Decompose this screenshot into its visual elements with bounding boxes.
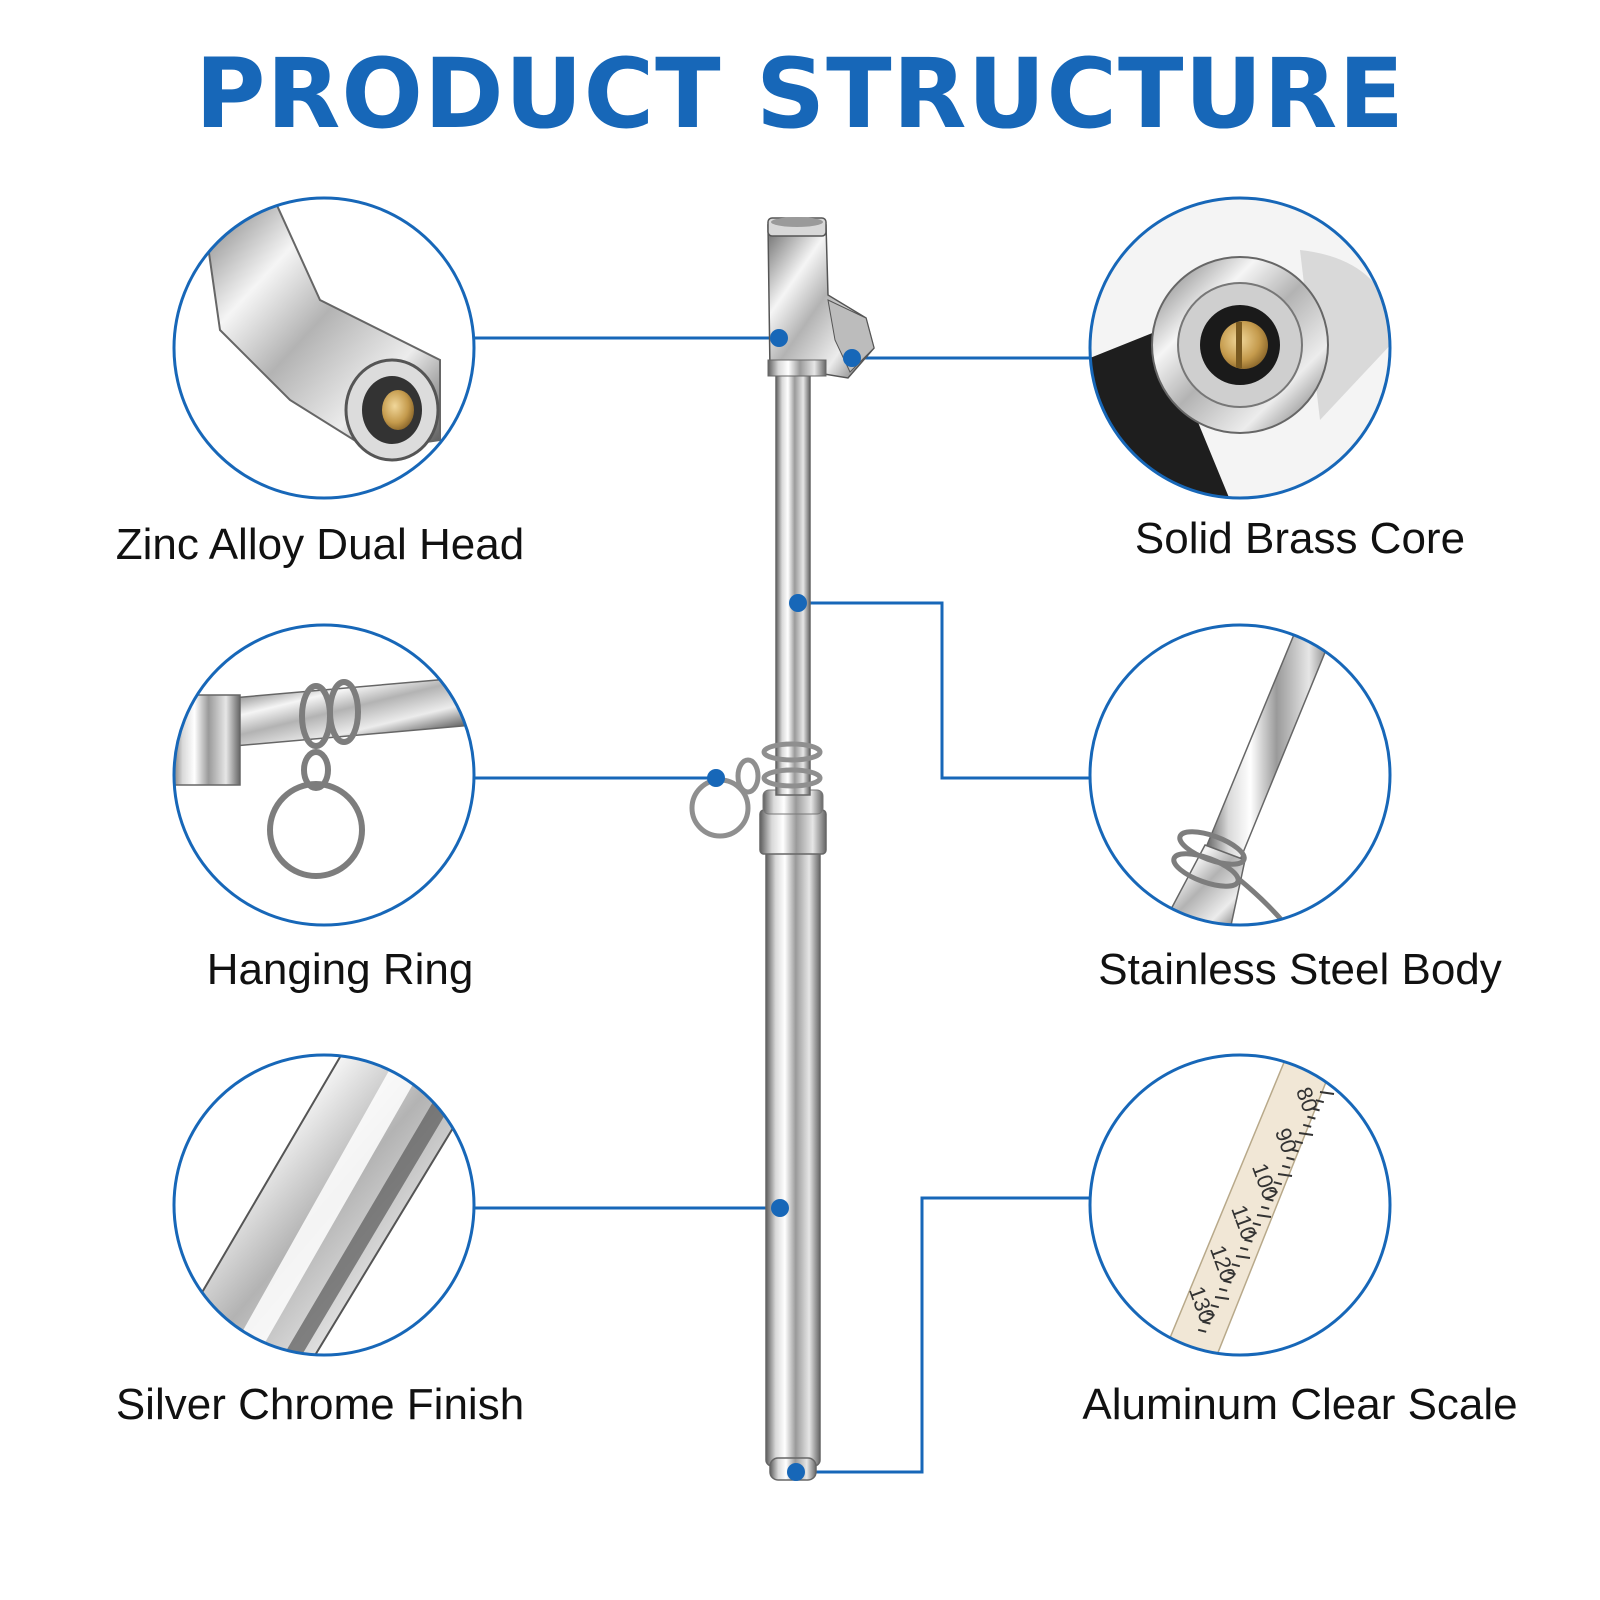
scale-tick-mark: [1256, 1214, 1272, 1218]
scale-tick-mark: [1231, 1263, 1241, 1268]
dot-ring: [707, 769, 725, 787]
scale-tick-mark: [1290, 1148, 1299, 1153]
scale-tick-mark: [1210, 1304, 1220, 1309]
feature-label-chrome-finish: Silver Chrome Finish: [115, 1380, 525, 1429]
scale-tick-mark: [1286, 1156, 1295, 1161]
scale-tick-mark: [1294, 1140, 1304, 1145]
feature-label-dual-head: Zinc Alloy Dual Head: [115, 520, 525, 569]
scale-tick-mark: [1281, 1164, 1291, 1169]
connector-dots: [707, 329, 861, 1481]
scale-tick-mark: [1269, 1189, 1278, 1194]
scale-tick-mark: [1206, 1312, 1215, 1317]
scale-tick-mark: [1244, 1238, 1253, 1243]
scale-tick-mark: [1248, 1230, 1257, 1235]
scale-tick-mark: [1239, 1246, 1249, 1251]
gauge-collar: [759, 809, 827, 855]
gauge-upper-tube: [775, 369, 811, 796]
scale-tick-mark: [1214, 1296, 1230, 1300]
scale-tick-mark: [1273, 1181, 1283, 1186]
connector-scale: [796, 1196, 1090, 1474]
page-title: PRODUCT STRUCTURE: [195, 38, 1405, 150]
dot-steel: [789, 594, 807, 612]
feature-label-steel-body: Stainless Steel Body: [1098, 945, 1502, 994]
hanging-ring-closeup-icon: [172, 623, 476, 927]
connector-lines: [474, 336, 1090, 1474]
scale-tick-mark: [1298, 1132, 1314, 1136]
scale-tick-mark: [1235, 1255, 1251, 1259]
scale-tick-mark: [1319, 1091, 1335, 1095]
scale-tick-mark: [1307, 1115, 1316, 1120]
feature-label-hanging-ring: Hanging Ring: [206, 945, 474, 994]
scale-tick-mark: [1302, 1123, 1312, 1128]
feature-label-clear-scale: Aluminum Clear Scale: [1082, 1380, 1518, 1429]
scale-tick-mark: [1227, 1271, 1236, 1276]
scale-tick-mark: [1311, 1107, 1320, 1112]
tire-gauge-product: [689, 217, 875, 1481]
scale-tick-mark: [1277, 1173, 1293, 1177]
dot-scale: [787, 1463, 805, 1481]
dot-chrome: [771, 1199, 789, 1217]
scale-tick-mark: [1265, 1197, 1274, 1202]
scale-tick-mark: [1252, 1222, 1262, 1227]
chrome-finish-closeup-icon: [172, 1053, 476, 1357]
dot-brass: [843, 349, 861, 367]
scale-tick-mark: [1260, 1205, 1270, 1210]
scale-tick-mark: [1218, 1287, 1228, 1292]
steel-body-closeup-icon: [1088, 623, 1392, 927]
brass-core-closeup-icon: [1088, 196, 1392, 500]
scale-tick-mark: [1315, 1099, 1325, 1104]
scale-tick-mark: [1197, 1328, 1207, 1333]
scale-tick-mark: [1223, 1279, 1232, 1284]
connector-steel: [798, 601, 1090, 780]
feature-label-brass-core: Solid Brass Core: [1134, 514, 1466, 563]
dual-head-closeup-icon: [172, 196, 476, 500]
dot-zinc: [770, 329, 788, 347]
scale-tick-mark: [1202, 1320, 1211, 1325]
gauge-head: [767, 217, 875, 379]
gauge-lower-body: [765, 839, 821, 1467]
